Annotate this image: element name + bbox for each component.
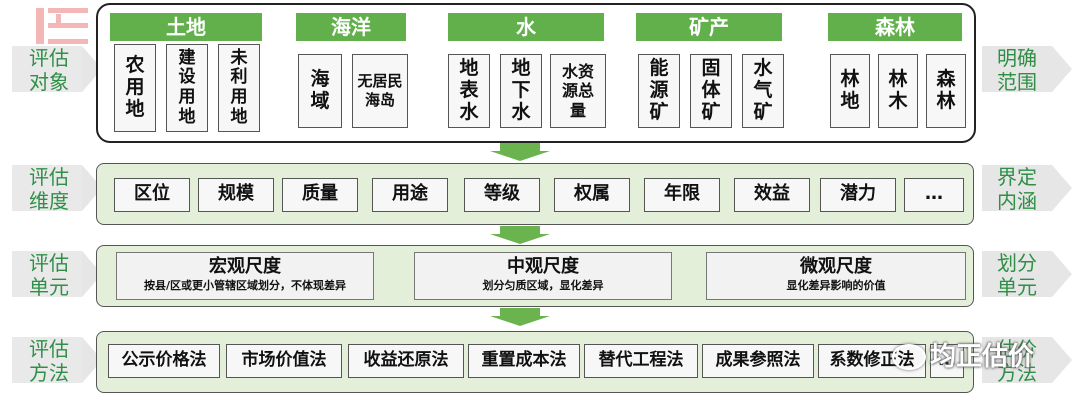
object-item: 农用地 (114, 44, 156, 132)
object-item: 未利用地 (218, 44, 260, 132)
left-label-units: 评估单元 (29, 251, 69, 299)
dimension-item: 质量 (282, 178, 358, 212)
object-item: 地表水 (448, 54, 490, 128)
object-item: 水气矿 (742, 54, 784, 128)
method-item: … (930, 344, 964, 378)
object-item: 建设用地 (166, 44, 208, 132)
group-header-ocean: 海洋 (296, 13, 406, 41)
right-label-methods: 估价方法 (997, 337, 1037, 385)
object-item: 林木 (878, 54, 918, 128)
logo (36, 6, 90, 46)
object-item: 地下水 (500, 54, 542, 128)
object-item: 林地 (830, 54, 870, 128)
object-item: 无居民海岛 (352, 54, 408, 128)
right-tab-3 (982, 251, 1072, 297)
left-label-objects: 评估对象 (29, 46, 69, 94)
down-arrow-icon (490, 308, 550, 326)
object-item: 海域 (298, 54, 342, 128)
right-label-scope: 明确范围 (997, 46, 1037, 94)
dimension-item: 区位 (114, 178, 190, 212)
right-tab-1 (982, 46, 1072, 92)
left-tab-4 (12, 337, 102, 383)
method-item: 收益还原法 (348, 344, 464, 378)
unit-macro: 宏观尺度 按县/区或更小管辖区域划分，不体现差异 (116, 252, 374, 300)
left-label-dimensions: 评估维度 (29, 165, 69, 213)
unit-micro: 微观尺度 显化差异影响的价值 (706, 252, 966, 300)
watermark: 均正估价 (930, 342, 1035, 372)
object-item: 能源矿 (638, 54, 680, 128)
unit-meso: 中观尺度 划分匀质区域，显化差异 (414, 252, 672, 300)
right-tab-2 (982, 165, 1072, 211)
unit-subtitle: 划分匀质区域，显化差异 (482, 279, 604, 292)
right-label-divide: 划分单元 (997, 251, 1037, 299)
down-arrow-icon (490, 143, 550, 161)
dimension-item: 等级 (464, 178, 540, 212)
method-item: 替代工程法 (584, 344, 698, 378)
group-header-forest: 森林 (828, 13, 962, 41)
dimension-item: 年限 (644, 178, 720, 212)
method-item: 成果参照法 (702, 344, 814, 378)
dimension-item: 用途 (372, 178, 448, 212)
group-header-minerals: 矿产 (636, 13, 782, 41)
object-item: 固体矿 (690, 54, 732, 128)
object-item: 水资源总量 (550, 54, 606, 128)
right-label-define: 界定内涵 (997, 165, 1037, 213)
unit-subtitle: 按县/区或更小管辖区域划分，不体现差异 (143, 279, 347, 292)
left-label-methods: 评估方法 (29, 337, 69, 385)
unit-title: 微观尺度 (800, 256, 872, 277)
down-arrow-icon (490, 226, 550, 244)
dimension-item: 效益 (734, 178, 810, 212)
object-item: 森林 (926, 54, 966, 128)
group-header-water: 水 (448, 13, 604, 41)
unit-title: 中观尺度 (507, 256, 579, 277)
unit-title: 宏观尺度 (209, 256, 281, 277)
unit-subtitle: 显化差异影响的价值 (786, 279, 886, 292)
dimension-item: … (904, 178, 964, 212)
dimension-item: 权属 (554, 178, 630, 212)
method-item: 重置成本法 (468, 344, 580, 378)
right-tab-4 (982, 337, 1072, 383)
dimension-item: 潜力 (820, 178, 896, 212)
wechat-icon (892, 344, 926, 370)
method-item: 公示价格法 (108, 344, 220, 378)
dimension-item: 规模 (198, 178, 274, 212)
method-item: 市场价值法 (226, 344, 342, 378)
group-header-land: 土地 (110, 13, 262, 41)
